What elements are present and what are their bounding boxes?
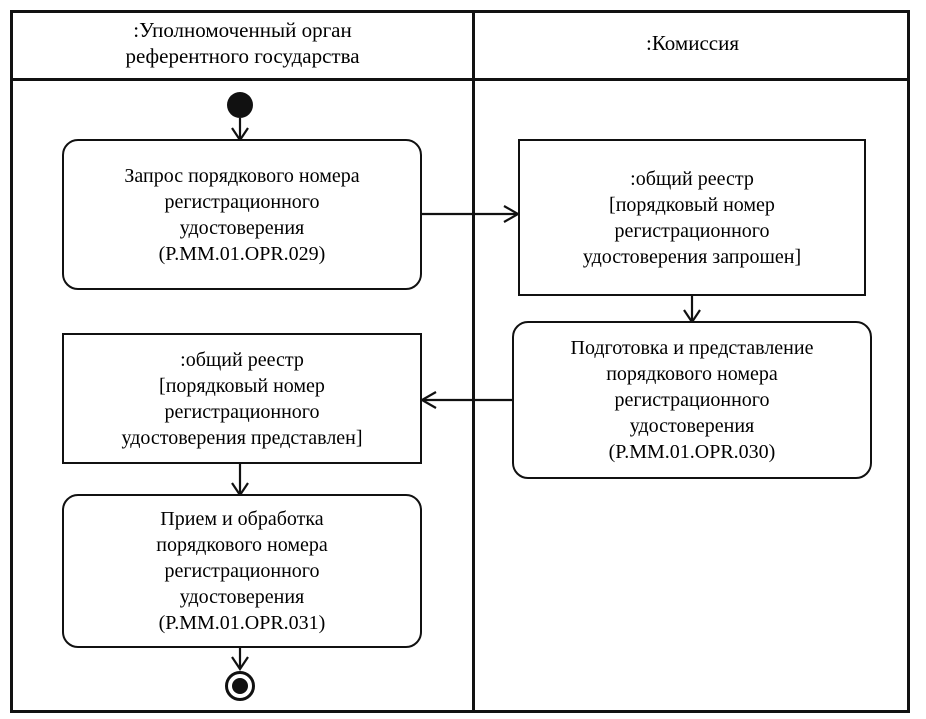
action-node-opr-030[interactable]: Подготовка и представление порядкового н… xyxy=(512,321,872,479)
swimlane-title-right: :Комиссия xyxy=(646,31,739,56)
initial-node xyxy=(227,92,253,118)
action-node-opr-029[interactable]: Запрос порядкового номера регистрационно… xyxy=(62,139,422,290)
final-node xyxy=(225,671,255,701)
object-node-registry-requested-label: :общий реестр [порядковый номер регистра… xyxy=(582,167,802,268)
action-node-opr-029-label: Запрос порядкового номера регистрационно… xyxy=(124,164,360,265)
action-node-opr-031[interactable]: Прием и обработка порядкового номера рег… xyxy=(62,494,422,648)
swimlane-title-left: :Уполномоченный орган референтного госуд… xyxy=(125,18,360,68)
swimlane-header-right: :Комиссия xyxy=(475,10,910,78)
action-node-opr-030-label: Подготовка и представление порядкового н… xyxy=(570,337,814,463)
action-node-opr-031-label: Прием и обработка порядкового номера рег… xyxy=(156,508,328,634)
swimlane-divider xyxy=(472,10,475,713)
swimlane-header-rule xyxy=(10,78,910,81)
swimlane-frame xyxy=(10,10,910,713)
object-node-registry-requested[interactable]: :общий реестр [порядковый номер регистра… xyxy=(518,139,866,296)
object-node-registry-submitted-label: :общий реестр [порядковый номер регистра… xyxy=(121,348,363,449)
object-node-registry-submitted[interactable]: :общий реестр [порядковый номер регистра… xyxy=(62,333,422,464)
swimlane-header-left: :Уполномоченный орган референтного госуд… xyxy=(13,10,472,78)
